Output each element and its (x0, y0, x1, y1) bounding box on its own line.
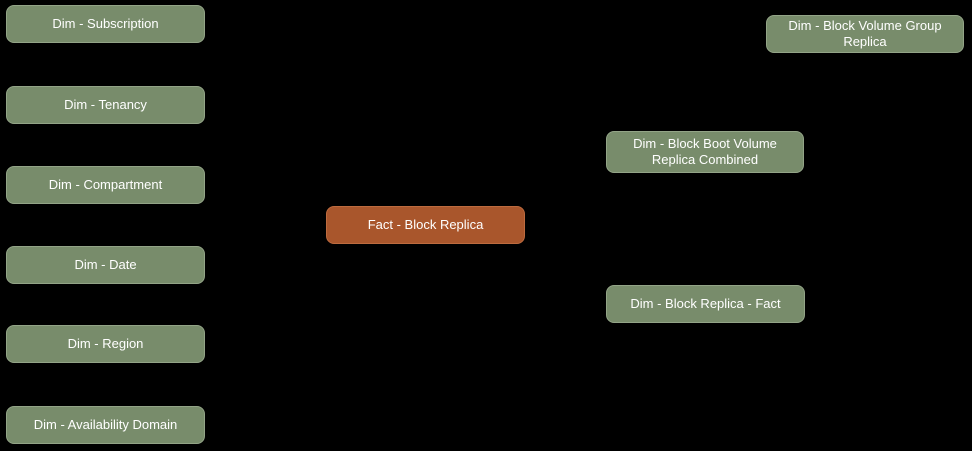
node-fact-block-replica[interactable]: Fact - Block Replica (326, 206, 525, 244)
node-dim-block-boot-volume-replica-combined[interactable]: Dim - Block Boot Volume Replica Combined (606, 131, 804, 173)
node-label: Dim - Date (74, 257, 137, 273)
node-dim-subscription[interactable]: Dim - Subscription (6, 5, 205, 43)
node-label: Dim - Region (67, 336, 144, 352)
node-label: Dim - Tenancy (64, 97, 147, 113)
node-dim-availability-domain[interactable]: Dim - Availability Domain (6, 406, 205, 444)
node-label: Dim - Compartment (48, 177, 163, 193)
node-dim-compartment[interactable]: Dim - Compartment (6, 166, 205, 204)
node-dim-block-replica-fact[interactable]: Dim - Block Replica - Fact (606, 285, 805, 323)
node-label: Dim - Block Replica - Fact (630, 296, 781, 312)
node-label: Dim - Subscription (52, 16, 159, 32)
node-dim-tenancy[interactable]: Dim - Tenancy (6, 86, 205, 124)
node-dim-date[interactable]: Dim - Date (6, 246, 205, 284)
node-dim-block-volume-group-replica[interactable]: Dim - Block Volume Group Replica (766, 15, 964, 53)
node-label: Dim - Block Volume Group Replica (788, 18, 942, 49)
node-label: Fact - Block Replica (367, 217, 484, 233)
node-dim-region[interactable]: Dim - Region (6, 325, 205, 363)
node-label: Dim - Availability Domain (33, 417, 178, 433)
node-label: Dim - Block Boot Volume Replica Combined (633, 136, 777, 167)
